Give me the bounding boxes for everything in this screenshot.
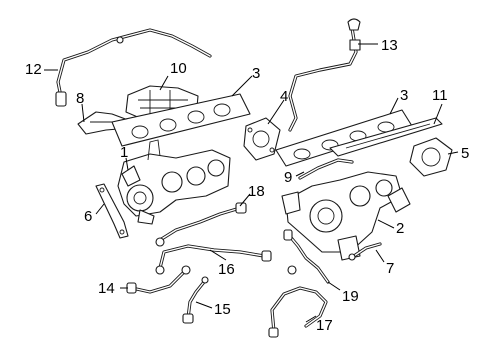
callout-13: 13 bbox=[381, 37, 398, 54]
callout-3-left: 3 bbox=[252, 65, 260, 82]
callout-15: 15 bbox=[214, 301, 231, 318]
callout-19: 19 bbox=[342, 288, 359, 305]
part-14-oil-line bbox=[126, 265, 191, 294]
part-12-oil-feed-line bbox=[55, 28, 212, 107]
callout-11: 11 bbox=[432, 87, 448, 104]
callout-2: 2 bbox=[396, 220, 404, 237]
leader-17 bbox=[305, 315, 317, 323]
part-1-left-turbocharger bbox=[117, 139, 231, 225]
part-15-oil-line bbox=[182, 276, 209, 324]
leader-11 bbox=[433, 103, 443, 125]
leader-3b bbox=[389, 97, 399, 115]
leader-7 bbox=[375, 249, 385, 263]
part-2-right-turbocharger bbox=[281, 171, 411, 261]
part-3-left-manifold-gasket bbox=[111, 93, 251, 147]
part-4-turbo-gasket bbox=[243, 117, 281, 161]
part-18-coolant-line bbox=[155, 202, 247, 247]
callout-7: 7 bbox=[386, 260, 394, 277]
part-17-coolant-line bbox=[268, 286, 328, 338]
callout-18: 18 bbox=[248, 183, 265, 200]
leader-6 bbox=[95, 203, 105, 215]
callout-6: 6 bbox=[84, 208, 92, 225]
part-16-coolant-line bbox=[155, 244, 272, 275]
leader-8 bbox=[81, 103, 85, 123]
part-5-outlet-gasket bbox=[409, 137, 453, 177]
leader-3a bbox=[231, 75, 253, 97]
callout-10: 10 bbox=[170, 60, 187, 77]
callout-14: 14 bbox=[98, 280, 115, 297]
callout-5: 5 bbox=[461, 145, 469, 162]
callout-3-right: 3 bbox=[400, 87, 408, 104]
leader-19 bbox=[327, 281, 341, 291]
part-19-coolant-line bbox=[283, 229, 330, 284]
part-7-vent-tube bbox=[348, 242, 382, 261]
callout-9: 9 bbox=[284, 169, 292, 186]
callout-1: 1 bbox=[120, 144, 128, 161]
part-11-heat-shield bbox=[329, 117, 443, 157]
leader-18 bbox=[239, 193, 251, 207]
callout-8: 8 bbox=[76, 90, 84, 107]
callout-4: 4 bbox=[280, 88, 288, 105]
leader-4 bbox=[267, 99, 285, 125]
part-6-support-bracket bbox=[95, 183, 129, 239]
callout-labels: 1 2 3 3 4 5 6 7 8 9 10 11 12 13 14 15 16… bbox=[25, 37, 469, 334]
leader-10 bbox=[159, 75, 169, 91]
leader-1 bbox=[125, 157, 129, 171]
callout-17: 17 bbox=[316, 317, 333, 334]
callout-12: 12 bbox=[25, 61, 42, 78]
callout-16: 16 bbox=[218, 261, 235, 278]
leader-2 bbox=[377, 219, 395, 229]
part-9-return-tube bbox=[298, 158, 354, 180]
leader-9 bbox=[295, 171, 305, 177]
leader-5 bbox=[447, 151, 459, 155]
leader-lines bbox=[44, 43, 459, 323]
part-13-oil-line bbox=[288, 18, 361, 132]
leader-16 bbox=[209, 249, 227, 261]
leader-15 bbox=[195, 301, 213, 309]
